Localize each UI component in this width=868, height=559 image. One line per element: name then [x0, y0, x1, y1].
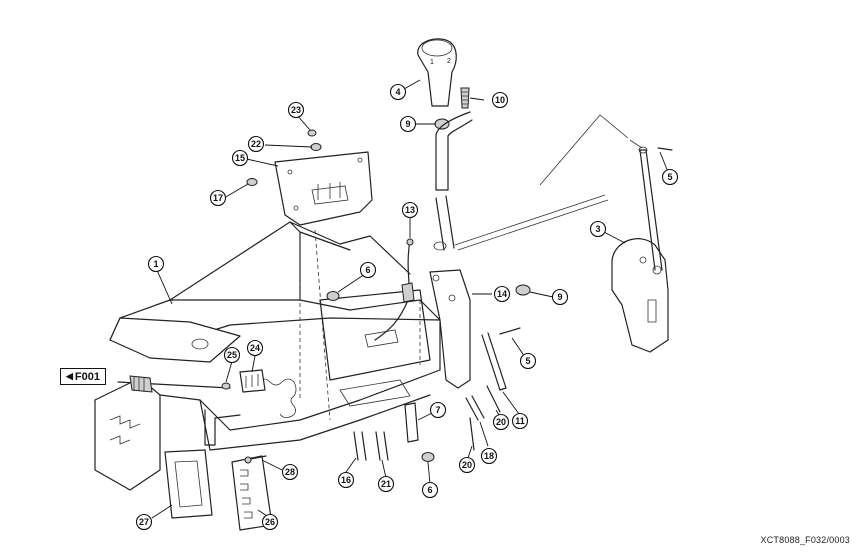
svg-text:5: 5	[667, 172, 672, 182]
callout-11: 11	[511, 412, 529, 430]
shift-bezel	[164, 449, 213, 519]
svg-text:9: 9	[557, 292, 562, 302]
knob-digit-1: 1	[430, 59, 434, 66]
svg-text:28: 28	[285, 467, 295, 477]
callout-1: 1	[147, 255, 165, 273]
svg-text:6: 6	[427, 485, 432, 495]
callout-18: 18	[480, 447, 498, 465]
callout-group: 1 3 4 5 5 6 6 7 9 9 10 11 13 14 15 16 17…	[135, 83, 679, 531]
callout-28: 28	[281, 463, 299, 481]
shift-lever-assembly: 1 2	[417, 38, 473, 251]
left-triangle-icon: ◀	[66, 371, 73, 381]
svg-text:15: 15	[235, 153, 245, 163]
right-bracket	[611, 146, 669, 353]
callout-5: 5	[661, 168, 679, 186]
linkage-rod	[454, 114, 643, 251]
svg-text:26: 26	[265, 517, 275, 527]
rod	[481, 332, 507, 391]
svg-text:4: 4	[395, 87, 400, 97]
knob-digit-2: 2	[447, 58, 451, 65]
svg-text:23: 23	[291, 105, 301, 115]
callout-7: 7	[429, 401, 447, 419]
svg-text:11: 11	[515, 416, 525, 426]
reference-tag-label: F001	[74, 370, 100, 383]
svg-text:16: 16	[341, 475, 351, 485]
main-housing-frame	[94, 221, 441, 491]
svg-text:13: 13	[405, 205, 415, 215]
callout-3: 3	[589, 220, 607, 238]
svg-text:20: 20	[496, 417, 506, 427]
svg-text:1: 1	[153, 259, 158, 269]
reference-tag-f001: ◀ F001	[60, 368, 106, 385]
svg-text:6: 6	[365, 265, 370, 275]
leader-lines	[151, 79, 669, 519]
callout-21: 21	[377, 475, 395, 493]
callout-20: 20	[492, 413, 510, 431]
lever-plate	[429, 269, 471, 389]
svg-text:5: 5	[525, 356, 530, 366]
svg-text:24: 24	[250, 343, 260, 353]
svg-text:14: 14	[497, 289, 507, 299]
svg-text:18: 18	[484, 451, 494, 461]
svg-text:25: 25	[227, 350, 237, 360]
callout-5: 5	[519, 352, 537, 370]
callout-24: 24	[246, 339, 264, 357]
document-id: XCT8088_F032/0003	[760, 535, 850, 545]
svg-text:22: 22	[251, 139, 261, 149]
callout-10: 10	[491, 91, 509, 109]
svg-text:20: 20	[462, 460, 472, 470]
svg-text:3: 3	[595, 224, 600, 234]
hardware	[244, 129, 673, 464]
svg-text:27: 27	[139, 517, 149, 527]
svg-text:21: 21	[381, 479, 391, 489]
callout-6: 6	[421, 481, 439, 499]
callout-4: 4	[389, 83, 407, 101]
callout-13: 13	[401, 201, 419, 219]
svg-text:7: 7	[435, 405, 440, 415]
callout-6: 6	[359, 261, 377, 279]
callout-14: 14	[493, 285, 511, 303]
svg-text:10: 10	[495, 95, 505, 105]
svg-text:9: 9	[405, 119, 410, 129]
callout-22: 22	[247, 135, 265, 153]
callout-20: 20	[458, 456, 476, 474]
callout-16: 16	[337, 471, 355, 489]
cable-end-assembly	[117, 369, 266, 446]
callout-25: 25	[223, 346, 241, 364]
callout-9: 9	[551, 288, 569, 306]
svg-text:17: 17	[213, 193, 223, 203]
callout-26: 26	[261, 513, 279, 531]
callout-23: 23	[287, 101, 305, 119]
callout-9: 9	[399, 115, 417, 133]
callout-17: 17	[209, 189, 227, 207]
callout-27: 27	[135, 513, 153, 531]
callout-15: 15	[231, 149, 249, 167]
control-cable	[374, 238, 415, 341]
mounting-plate	[274, 151, 373, 226]
